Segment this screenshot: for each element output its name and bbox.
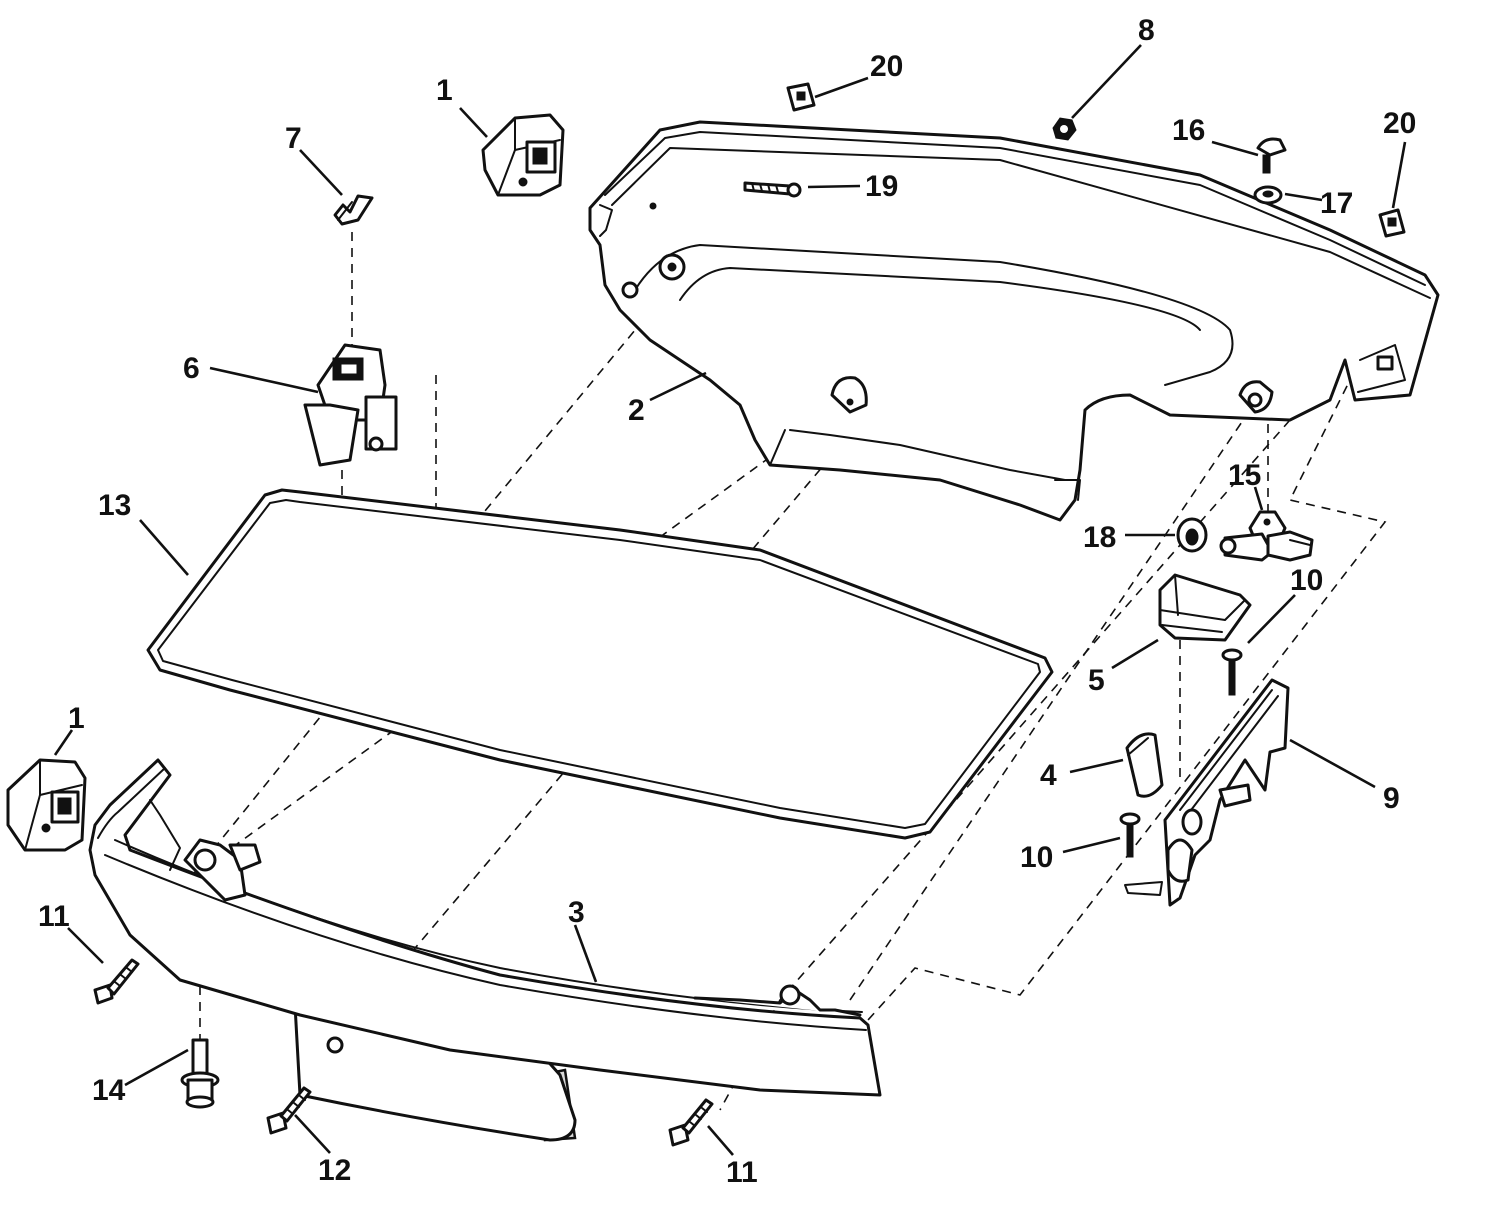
callout-16: 16 (1172, 114, 1205, 147)
part-7-clip (333, 194, 374, 226)
callout-19: 19 (865, 170, 898, 203)
part-14-stud (180, 1038, 220, 1109)
part-1-latch-lower (6, 758, 87, 852)
callout-1-lower: 1 (68, 702, 85, 735)
callout-6: 6 (183, 352, 200, 385)
part-4-cap (1125, 732, 1164, 798)
callout-labels: 1 1 2 3 4 5 6 7 8 9 10 10 11 11 12 13 14… (38, 14, 1416, 1189)
callout-17: 17 (1320, 187, 1353, 220)
callout-10-lower: 10 (1020, 841, 1053, 874)
part-18-grommet (1176, 517, 1208, 553)
part-11-bolt-right (668, 1098, 714, 1147)
callout-15: 15 (1228, 459, 1261, 492)
part-17-washer (1253, 185, 1283, 205)
callout-14: 14 (92, 1074, 126, 1107)
part-9-side-bracket (1124, 678, 1290, 907)
part-15-pivot-fitting (1219, 510, 1314, 562)
callout-11-left: 11 (38, 900, 70, 933)
callout-2: 2 (628, 394, 645, 427)
callout-3: 3 (568, 896, 585, 929)
bumper (830, 376, 868, 414)
part-12-bolt (266, 1086, 312, 1135)
part-10-screw-lower (1119, 812, 1141, 858)
callout-20-left: 20 (870, 50, 903, 83)
part-2-upper-cowl (588, 120, 1440, 522)
part-13-cowl-seal (146, 488, 1054, 840)
callout-11-right: 11 (726, 1156, 758, 1189)
callout-7: 7 (285, 122, 302, 155)
part-1-latch-upper (481, 113, 565, 197)
part-16-screw (1256, 137, 1287, 174)
callout-10-upper: 10 (1290, 564, 1323, 597)
part-6-latch-bracket (303, 343, 398, 467)
callout-12: 12 (318, 1154, 351, 1187)
callout-8: 8 (1138, 14, 1155, 47)
callout-4: 4 (1040, 759, 1057, 792)
part-5-bracket (1158, 573, 1252, 642)
part-20-square-nut-left (786, 82, 816, 112)
part-3-lower-cowl (88, 758, 882, 1142)
callout-9: 9 (1383, 782, 1400, 815)
part-11-bolt-left (93, 958, 140, 1005)
callout-5: 5 (1088, 664, 1105, 697)
callout-1-upper: 1 (436, 74, 453, 107)
callout-20-right: 20 (1383, 107, 1416, 140)
callout-18: 18 (1083, 521, 1116, 554)
leader-lines (53, 44, 1407, 1156)
part-19-screw (743, 181, 802, 198)
part-20-square-nut-right (1378, 208, 1406, 238)
callout-13: 13 (98, 489, 131, 522)
part-10-screw-upper (1221, 648, 1243, 696)
part-8-hex-nut (1052, 117, 1077, 141)
